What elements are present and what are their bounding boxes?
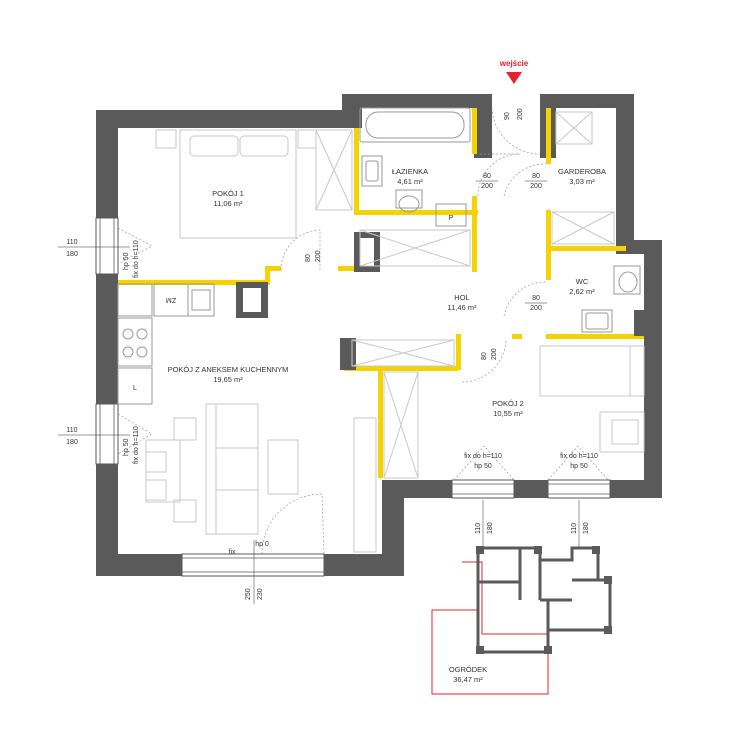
structural-columns [236,232,644,370]
door-dim: 200 [315,250,322,262]
window-annotations-left: 110 180 hp 50 fix do h=110 110 180 hp 50… [58,239,140,464]
room-name: HOL [454,293,469,302]
window-dim: 110 [571,523,578,534]
room-name: WC [576,277,589,286]
door-dim: 200 [530,305,542,312]
window-annotations-bottom: fix do h=110 hp 50 110 180 fix do h=110 … [229,453,598,604]
balcony-dim: 230 [257,588,264,600]
room-area: 4,61 m² [397,177,423,186]
window-dim: 180 [66,251,78,258]
microwave-label: ZM [166,296,176,303]
door-dim: 80 [483,173,491,180]
door-dim: 80 [481,352,488,360]
window-fix: fix do h=110 [133,426,140,464]
window-dim: 110 [66,427,77,434]
window-fix: fix do h=110 [464,453,502,460]
door-dim: 200 [491,348,498,360]
room-area: 10,55 m² [493,409,523,418]
room-name: ŁAZIENKA [392,167,428,176]
room-area: 2,62 m² [569,287,595,296]
room-area: 36,47 m² [453,675,483,684]
room-area: 19,65 m² [213,375,243,384]
room-area: 3,03 m² [569,177,595,186]
appliance-labels: ZM L P [133,215,454,392]
window-fix: fix do h=110 [133,240,140,278]
door-dim: 200 [481,183,493,190]
door-swings [117,107,609,555]
toilet-box-label: P [449,215,454,222]
window-dim: 180 [66,439,78,446]
windows [95,94,611,577]
room-name: POKÓJ Z ANEKSEM KUCHENNYM [168,365,289,374]
window-dim: 180 [583,522,590,534]
fridge-label: L [133,385,137,392]
door-dim: 80 [305,254,312,262]
entrance-dim-h: 200 [517,108,524,120]
room-area: 11,06 m² [213,199,243,208]
room-name: GARDEROBA [558,167,606,176]
interior-walls [118,108,644,478]
room-name: POKÓJ 2 [492,399,524,408]
balcony-dim: 250 [245,588,252,600]
room-area: 11,46 m² [447,303,477,312]
window-hp: hp 50 [474,463,492,470]
balcony-fix: fix [229,549,237,556]
window-hp: hp 50 [570,463,588,470]
key-plan [431,546,612,695]
door-dim: 80 [532,295,540,302]
balcony-hp: hp 0 [255,541,269,548]
window-dim: 110 [66,239,77,246]
entrance-label: wejście [499,59,529,68]
room-name: OGRÓDEK [449,665,487,674]
room-labels: POKÓJ 1 11,06 m² ŁAZIENKA 4,61 m² GARDER… [168,167,606,684]
entrance-dim-w: 90 [504,112,511,120]
window-hp: hp 50 [123,438,130,456]
room-name: POKÓJ 1 [212,189,244,198]
furniture [117,107,645,553]
window-fix: fix do h=110 [560,453,598,460]
window-dim: 110 [475,523,482,534]
window-hp: hp 50 [123,252,130,270]
door-dimensions: 80 200 80 200 80 200 80 200 80 200 [305,173,547,360]
window-dim: 180 [487,522,494,534]
door-dim: 80 [532,173,540,180]
entrance-marker: wejście 90 200 [499,59,529,120]
door-dim: 200 [530,183,542,190]
